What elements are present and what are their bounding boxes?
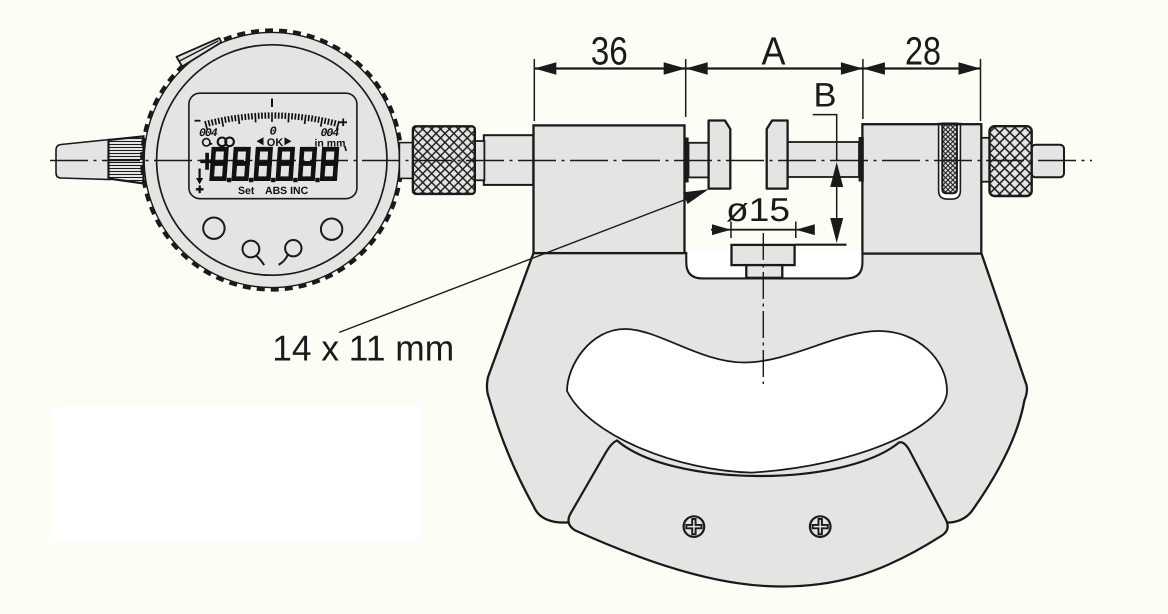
svg-text:B: B — [814, 76, 837, 114]
svg-text:28: 28 — [905, 29, 941, 73]
svg-text:OK: OK — [267, 137, 284, 149]
svg-text:14 x 11 mm: 14 x 11 mm — [272, 328, 454, 369]
svg-text:ABS INC: ABS INC — [265, 185, 309, 197]
svg-text:004: 004 — [199, 127, 218, 140]
svg-text:Set: Set — [238, 185, 255, 197]
svg-text:004: 004 — [321, 127, 340, 140]
svg-text:A: A — [762, 30, 787, 74]
svg-text:0: 0 — [270, 125, 277, 139]
svg-text:in mm: in mm — [315, 138, 346, 150]
svg-text:36: 36 — [591, 29, 628, 73]
svg-text:ø15: ø15 — [726, 191, 790, 228]
